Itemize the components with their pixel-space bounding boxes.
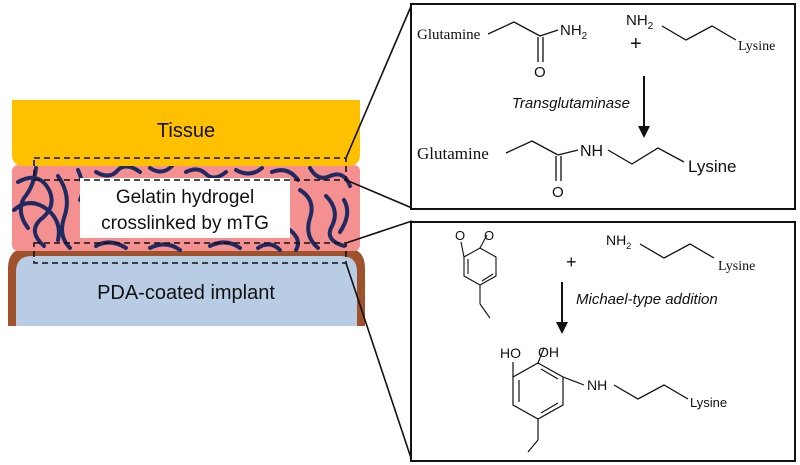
quinone-o1: O	[455, 228, 465, 243]
lysine-amine-nh2-bottom: NH2	[606, 232, 631, 251]
transglutaminase-box	[410, 3, 796, 210]
transglutaminase-panel: Glutamine O NH2 + NH2 Lysine Transglutam…	[410, 3, 796, 210]
product-lysine-label-bottom: Lysine	[690, 395, 727, 410]
lysine-reactant-bonds	[661, 25, 737, 41]
quinone-o2: O	[484, 228, 494, 243]
hydrogel-label-line1: Gelatin hydrogel	[116, 187, 254, 208]
glutamine-reactant-label: Glutamine	[417, 27, 481, 43]
reactant-amide-bond	[539, 29, 559, 37]
michael-arrowhead	[556, 322, 568, 334]
product-lysine-label: Lysine	[688, 157, 737, 176]
enzyme-label: Transglutaminase	[512, 95, 630, 112]
zoom-lines	[345, 3, 413, 462]
quinone-structure	[460, 234, 497, 319]
tissue-layer	[12, 100, 360, 166]
product-nh-label: NH	[580, 143, 603, 160]
reaction-plus-bottom: +	[566, 252, 577, 272]
glutamine-reactant-bonds	[487, 21, 541, 37]
hydrogel-label-line2: crosslinked by mTG	[101, 213, 269, 234]
lysine-amine-nh2: NH2	[626, 12, 654, 32]
catechol-product-structure	[512, 347, 585, 453]
product-glutamine-label: Glutamine	[417, 144, 489, 163]
product-left-bonds	[505, 140, 559, 156]
mechanism-label: Michael-type addition	[576, 291, 718, 308]
implant-layer	[16, 256, 357, 326]
implant-interface-box	[33, 242, 347, 264]
michael-addition-box	[410, 221, 796, 462]
reactant-amide-nh: NH2	[560, 22, 588, 42]
tissue-interface-box	[33, 157, 347, 181]
catechol-ho: HO	[500, 345, 521, 361]
product-right-bonds	[607, 147, 685, 165]
catechol-oh: OH	[538, 344, 559, 360]
transglutaminase-arrowhead	[638, 126, 650, 138]
product-nh-bottom: NH	[587, 377, 607, 393]
product-carbonyl-o: O	[552, 184, 564, 201]
lysine-reactant-label: Lysine	[738, 39, 775, 54]
lysine-reactant-label-bottom: Lysine	[718, 259, 755, 274]
lysine-reactant-bonds-bottom	[639, 243, 715, 259]
product-lysine-bonds-bottom	[613, 384, 689, 400]
reaction-plus-top: +	[630, 33, 642, 55]
hydrogel-fibers	[12, 164, 352, 252]
tissue-label: Tissue	[157, 120, 215, 142]
hydrogel-label-box	[80, 178, 290, 238]
michael-addition-panel: O O + NH2 Lysine Michael-type addition H…	[410, 221, 796, 462]
product-amide-bond	[557, 149, 579, 156]
reactant-carbonyl-o: O	[534, 64, 546, 81]
layer-stack: Gelatin hydrogel crosslinked by mTG Tiss…	[8, 100, 365, 326]
implant-label: PDA-coated implant	[97, 282, 275, 304]
